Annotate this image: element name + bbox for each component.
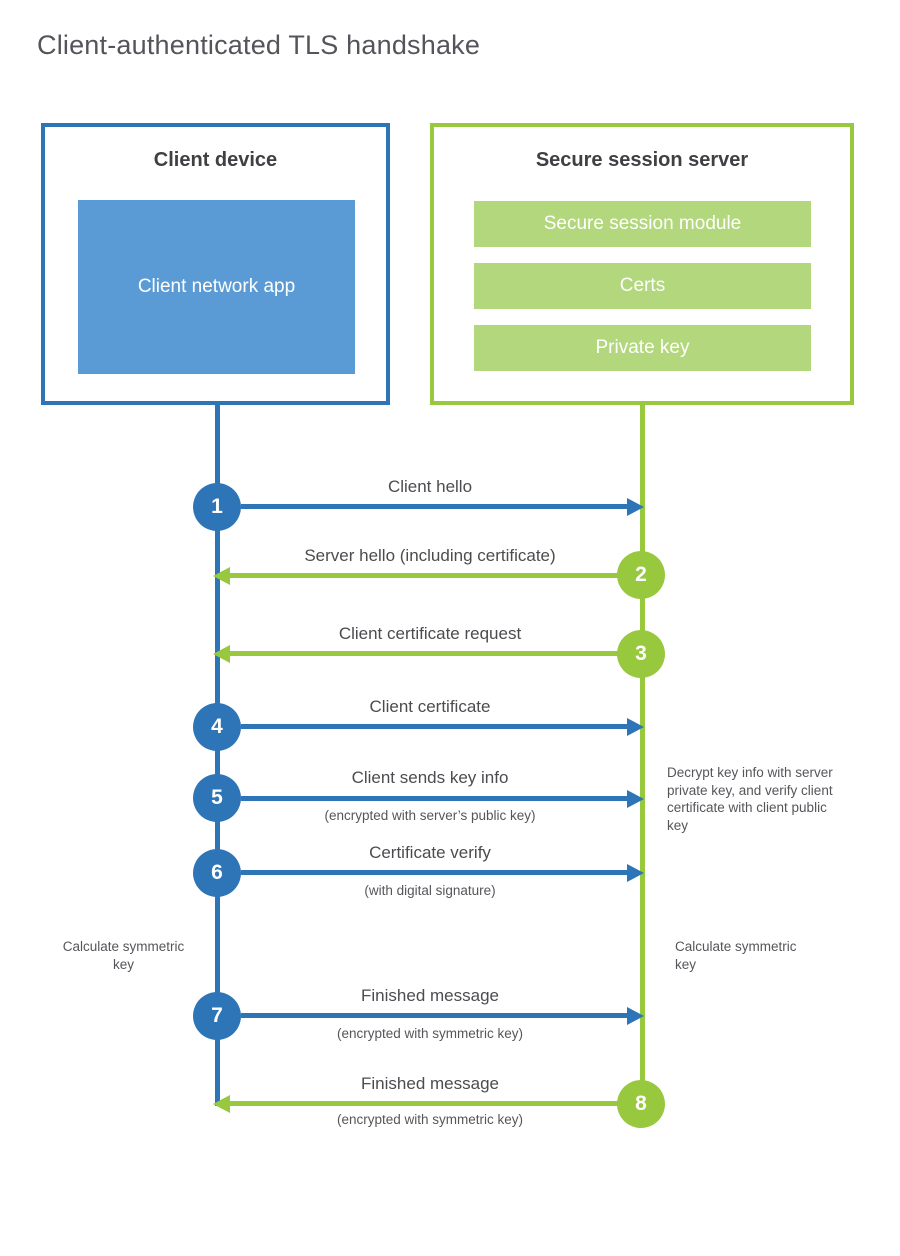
step6-sublabel: (with digital signature)	[364, 883, 496, 898]
step5-label: Client sends key info	[351, 768, 509, 787]
client-device-box: Client device Client network app	[41, 123, 390, 405]
step5-arrowhead-icon	[627, 790, 644, 808]
secure-session-server-box: Secure session server Secure session mod…	[430, 123, 854, 405]
server-module-private-key: Private key	[474, 325, 811, 371]
calculate-symmetric-key-client: Calculate symmetric key	[62, 939, 185, 972]
step7-circle: 7	[193, 992, 241, 1040]
step2-label: Server hello (including certificate)	[304, 546, 556, 565]
client-lifeline	[215, 403, 220, 1106]
calculate-symmetric-key-server: Calculate symmetric key	[675, 939, 797, 972]
step2-circle: 2	[617, 551, 665, 599]
step2-arrow	[230, 573, 618, 578]
step6-label: Certificate verify	[369, 843, 491, 862]
client-device-title: Client device	[153, 149, 278, 171]
secure-session-server-title: Secure session server	[535, 149, 749, 171]
step8-circle: 8	[617, 1080, 665, 1128]
step6-circle: 6	[193, 849, 241, 897]
step7-arrowhead-icon	[627, 1007, 644, 1025]
step8-arrowhead-icon	[213, 1095, 230, 1113]
step1-circle: 1	[193, 483, 241, 531]
step4-label: Client certificate	[369, 697, 491, 716]
step2-arrowhead-icon	[213, 567, 230, 585]
step7-arrow	[241, 1013, 627, 1018]
step3-arrow	[230, 651, 618, 656]
decrypt-note: Decrypt key info with server private key…	[667, 765, 833, 833]
server-module-secure-session: Secure session module	[474, 201, 811, 247]
step4-arrowhead-icon	[627, 718, 644, 736]
server-lifeline	[640, 403, 645, 1106]
step7-sublabel: (encrypted with symmetric key)	[336, 1026, 524, 1041]
step8-label: Finished message	[361, 1074, 499, 1093]
step3-label: Client certificate request	[338, 624, 522, 643]
step1-arrow	[241, 504, 627, 509]
step8-sublabel: (encrypted with symmetric key)	[336, 1112, 524, 1127]
step1-arrowhead-icon	[627, 498, 644, 516]
step1-label: Client hello	[387, 477, 473, 496]
step8-arrow	[230, 1101, 618, 1106]
step5-arrow	[241, 796, 627, 801]
page-title: Client-authenticated TLS handshake	[37, 30, 481, 60]
server-module-certs: Certs	[474, 263, 811, 309]
step5-circle: 5	[193, 774, 241, 822]
step6-arrow	[241, 870, 627, 875]
step6-arrowhead-icon	[627, 864, 644, 882]
step3-arrowhead-icon	[213, 645, 230, 663]
step3-circle: 3	[617, 630, 665, 678]
step4-circle: 4	[193, 703, 241, 751]
step7-label: Finished message	[361, 986, 499, 1005]
step4-arrow	[241, 724, 627, 729]
step5-sublabel: (encrypted with server’s public key)	[324, 808, 536, 823]
client-network-app-label: Client network app	[137, 276, 296, 297]
client-network-app-module: Client network app	[78, 200, 355, 374]
